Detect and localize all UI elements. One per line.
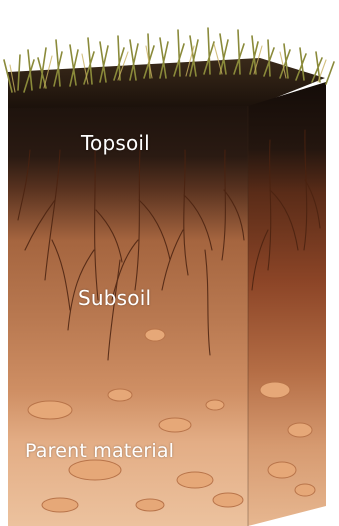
- side-face: [248, 82, 326, 526]
- label-parent-material: Parent material: [25, 440, 174, 462]
- front-face: [8, 106, 248, 526]
- label-topsoil: Topsoil: [81, 131, 150, 155]
- label-subsoil: Subsoil: [78, 286, 151, 310]
